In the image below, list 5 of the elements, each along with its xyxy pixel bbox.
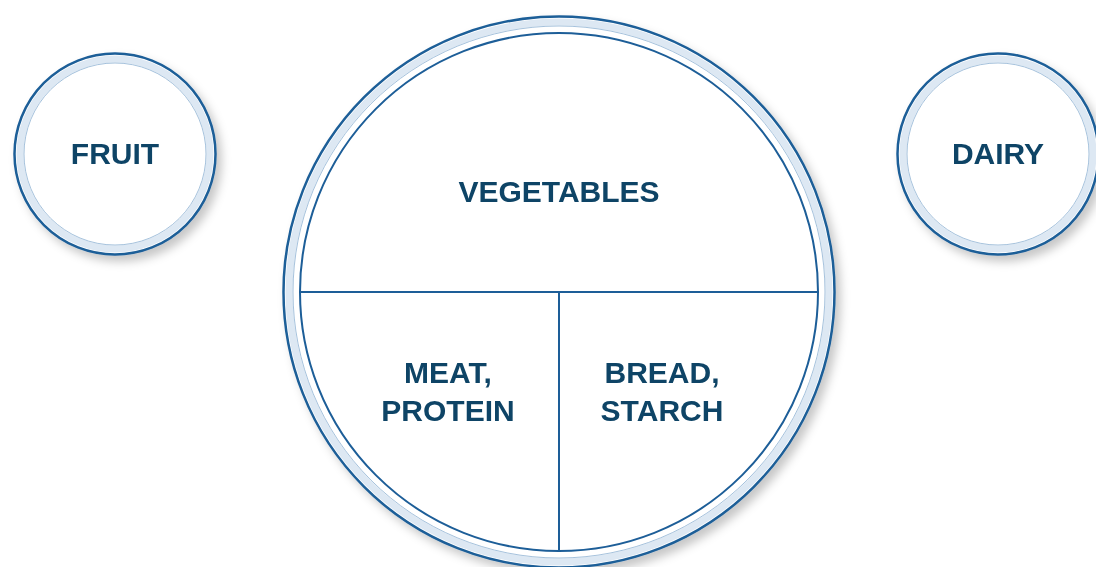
food-group-label: MEAT, PROTEIN (380, 355, 516, 429)
food-group-label: VEGETABLES (457, 174, 661, 210)
food-group-label: DAIRY (950, 136, 1046, 172)
food-group-label: FRUIT (69, 136, 161, 172)
food-group-label: BREAD, STARCH (599, 355, 725, 429)
